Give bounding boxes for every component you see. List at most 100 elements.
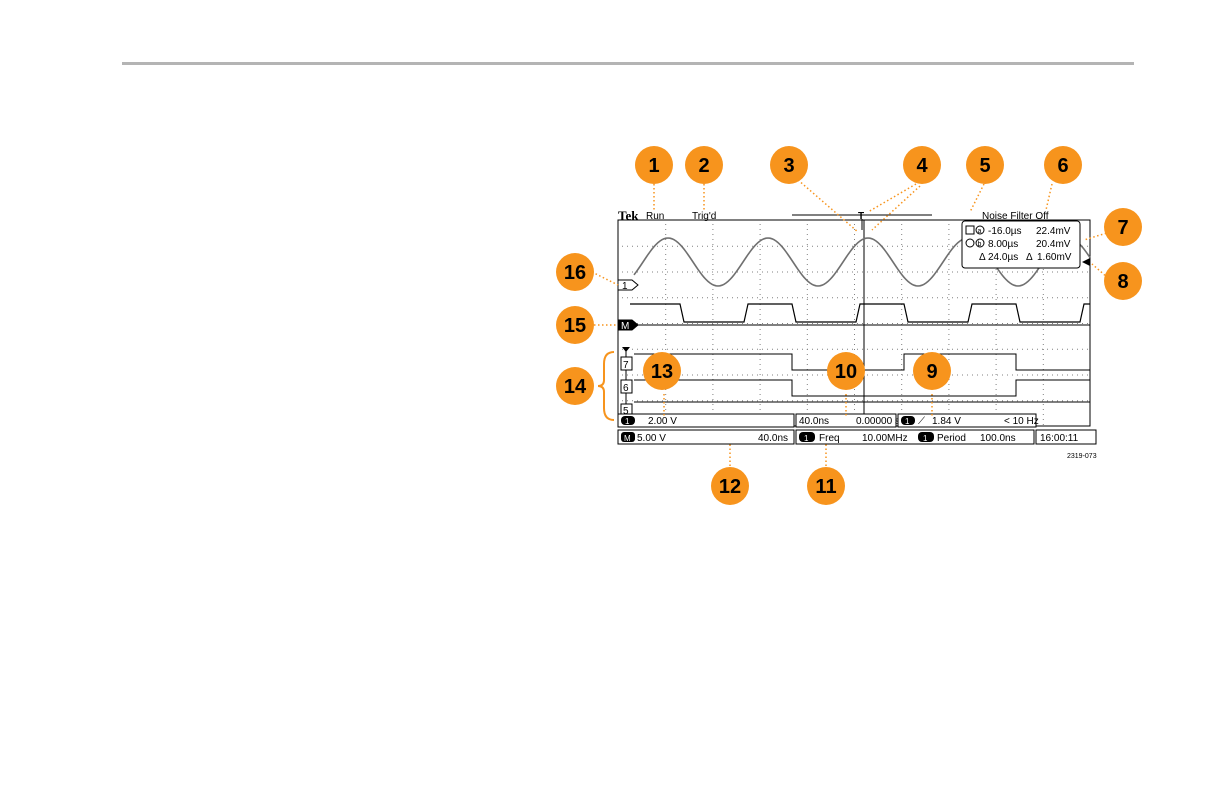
grid-dot bbox=[807, 272, 808, 273]
grid-dot bbox=[727, 375, 728, 376]
grid-dot bbox=[1022, 272, 1023, 273]
grid-dot bbox=[665, 249, 666, 250]
grid-dot bbox=[652, 400, 653, 401]
grid-dot bbox=[712, 244, 713, 245]
grid-dot bbox=[760, 394, 761, 395]
grid-dot bbox=[1042, 375, 1043, 376]
grid-dot bbox=[1043, 314, 1044, 315]
grid-dot bbox=[1037, 323, 1038, 324]
grid-dot bbox=[677, 400, 678, 401]
grid-dot bbox=[707, 349, 708, 350]
grid-dot bbox=[847, 400, 848, 401]
grid-dot bbox=[760, 264, 761, 265]
grid-dot bbox=[901, 224, 902, 225]
grid-dot bbox=[802, 246, 803, 247]
grid-dot bbox=[642, 272, 643, 273]
grid-dot bbox=[682, 323, 683, 324]
grid-dot bbox=[947, 323, 948, 324]
grid-dot bbox=[802, 400, 803, 401]
grid-dot bbox=[1042, 349, 1043, 350]
grid-dot bbox=[807, 399, 808, 400]
grid-dot bbox=[807, 269, 808, 270]
grid-dot bbox=[1047, 375, 1048, 376]
grid-dot bbox=[947, 400, 948, 401]
callout-6: 6 bbox=[1044, 146, 1082, 184]
grid-dot bbox=[854, 289, 855, 290]
grid-dot bbox=[996, 269, 997, 270]
grid-dot bbox=[927, 297, 928, 298]
grid-dot bbox=[948, 389, 949, 390]
grid-dot bbox=[712, 375, 713, 376]
grid-dot bbox=[854, 344, 855, 345]
grid-dot bbox=[657, 272, 658, 273]
grid-dot bbox=[732, 297, 733, 298]
grid-dot bbox=[1032, 400, 1033, 401]
grid-dot bbox=[887, 246, 888, 247]
grid-dot bbox=[1043, 304, 1044, 305]
grid-dot bbox=[1002, 375, 1003, 376]
grid-dot bbox=[642, 375, 643, 376]
grid-dot bbox=[927, 323, 928, 324]
grid-dot bbox=[907, 375, 908, 376]
grid-dot bbox=[662, 297, 663, 298]
grid-dot bbox=[767, 400, 768, 401]
grid-dot bbox=[947, 246, 948, 247]
grid-dot bbox=[901, 249, 902, 250]
grid-dot bbox=[712, 299, 713, 300]
grid-dot bbox=[712, 239, 713, 240]
grid-dot bbox=[977, 323, 978, 324]
grid-dot bbox=[902, 349, 903, 350]
grid-dot bbox=[817, 400, 818, 401]
grid-dot bbox=[852, 400, 853, 401]
grid-dot bbox=[854, 349, 855, 350]
grid-dot bbox=[777, 297, 778, 298]
grid-dot bbox=[792, 400, 793, 401]
grid-dot bbox=[917, 297, 918, 298]
grid-dot bbox=[822, 272, 823, 273]
grid-dot bbox=[772, 272, 773, 273]
grid-dot bbox=[747, 297, 748, 298]
grid-dot bbox=[1067, 400, 1068, 401]
grid-dot bbox=[1007, 272, 1008, 273]
grid-dot bbox=[657, 297, 658, 298]
grid-dot bbox=[760, 269, 761, 270]
grid-dot bbox=[887, 375, 888, 376]
grid-dot bbox=[682, 349, 683, 350]
grid-dot bbox=[652, 349, 653, 350]
grid-dot bbox=[1052, 400, 1053, 401]
grid-dot bbox=[647, 349, 648, 350]
grid-dot bbox=[712, 246, 713, 247]
clock: 16:00:11 bbox=[1040, 433, 1079, 444]
grid-dot bbox=[1017, 349, 1018, 350]
grid-dot bbox=[802, 349, 803, 350]
grid-dot bbox=[712, 279, 713, 280]
digital-group-brace bbox=[598, 352, 614, 420]
d7-marker-label: 7 bbox=[623, 360, 629, 371]
grid-dot bbox=[852, 323, 853, 324]
svg-text:13: 13 bbox=[651, 361, 673, 383]
grid-dot bbox=[637, 375, 638, 376]
grid-dot bbox=[722, 375, 723, 376]
grid-dot bbox=[996, 284, 997, 285]
grid-dot bbox=[957, 375, 958, 376]
grid-dot bbox=[662, 349, 663, 350]
grid-dot bbox=[807, 334, 808, 335]
grid-dot bbox=[867, 246, 868, 247]
grid-dot bbox=[847, 297, 848, 298]
grid-dot bbox=[962, 272, 963, 273]
grid-dot bbox=[682, 272, 683, 273]
grid-dot bbox=[652, 246, 653, 247]
grid-dot bbox=[854, 234, 855, 235]
grid-dot bbox=[627, 246, 628, 247]
grid-dot bbox=[897, 323, 898, 324]
grid-dot bbox=[727, 246, 728, 247]
grid-dot bbox=[797, 375, 798, 376]
grid-dot bbox=[677, 272, 678, 273]
grid-dot bbox=[952, 246, 953, 247]
grid-dot bbox=[772, 246, 773, 247]
grid-dot bbox=[760, 369, 761, 370]
grid-dot bbox=[897, 400, 898, 401]
svg-text:16: 16 bbox=[564, 262, 586, 284]
grid-dot bbox=[760, 309, 761, 310]
grid-dot bbox=[832, 400, 833, 401]
